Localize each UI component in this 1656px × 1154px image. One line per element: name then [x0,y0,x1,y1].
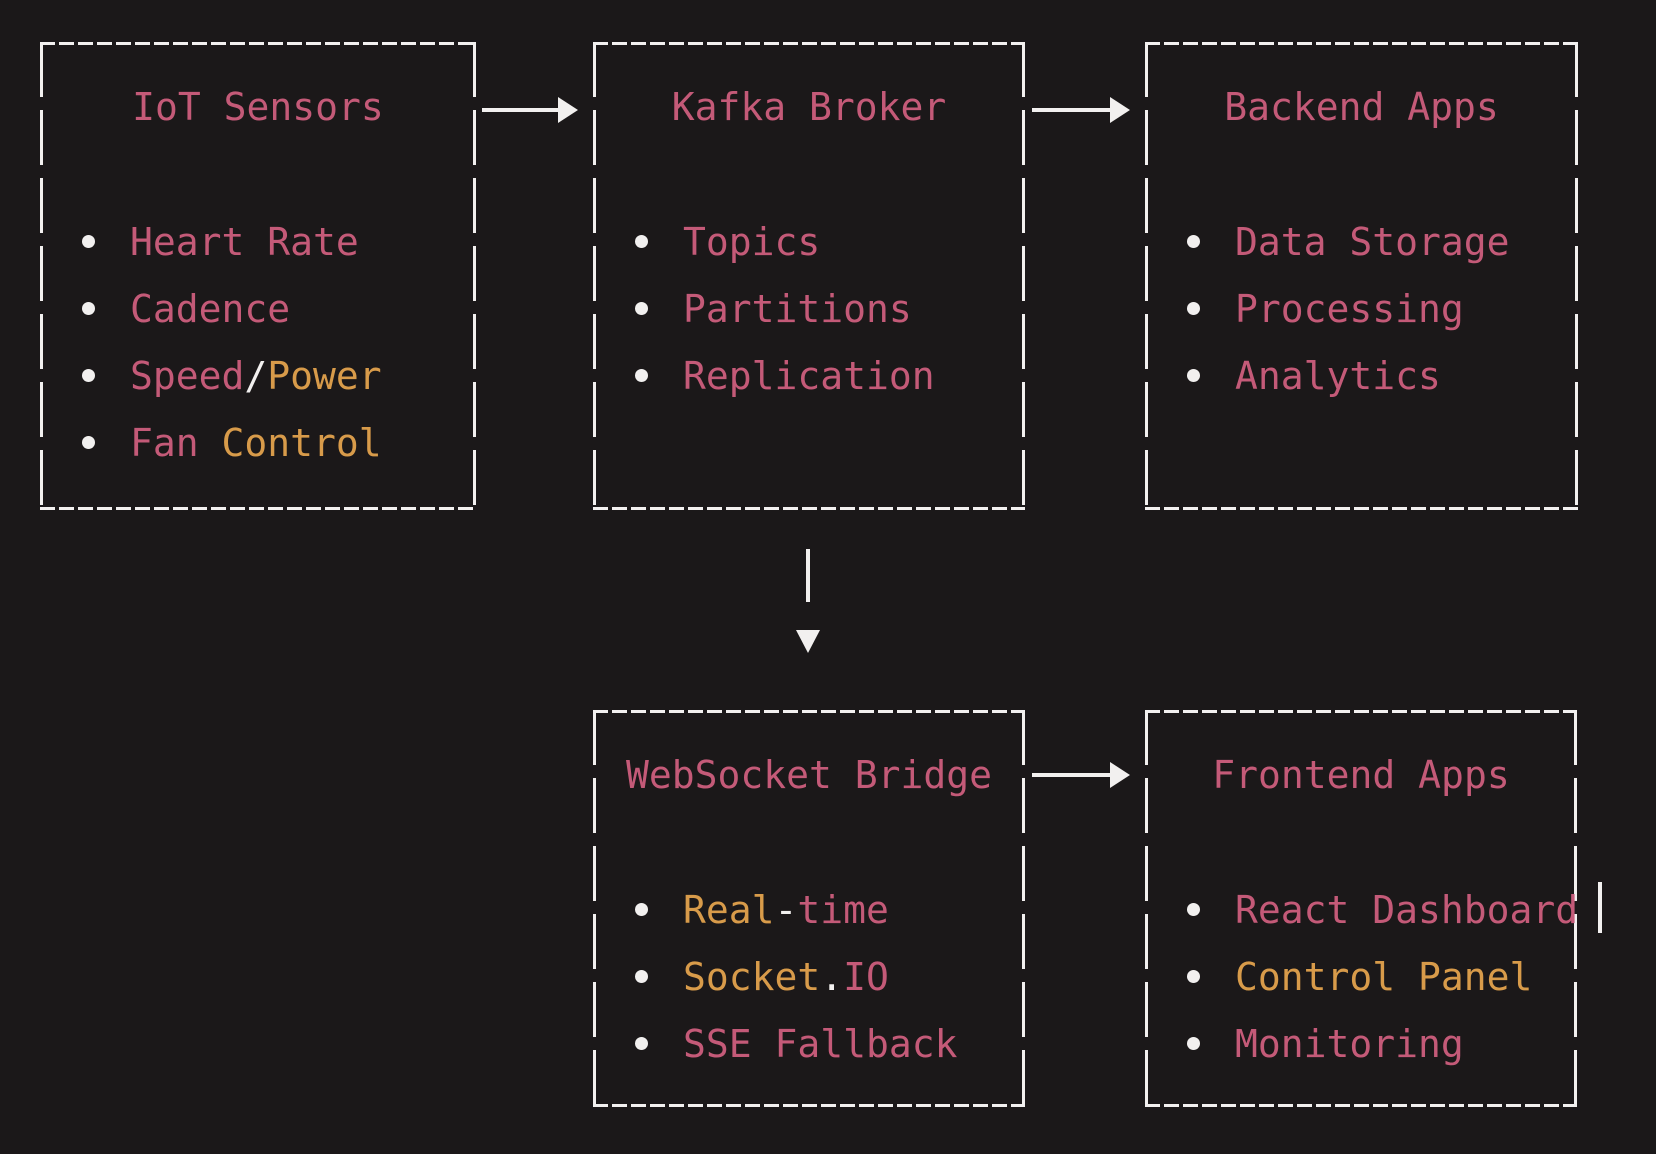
arrow-head [1110,97,1130,123]
bullet-icon [82,369,95,382]
text-segment: Monitoring [1235,1021,1464,1066]
bullet-icon [635,235,648,248]
text-segment: Cadence [130,286,291,331]
bullet-icon [1187,970,1200,983]
bullet-icon [635,903,648,916]
text-segment: Control [221,420,382,465]
text-segment: Data Storage [1235,219,1510,264]
text-segment: time [797,887,889,932]
list-item: Socket.IO [593,943,1025,1010]
bullet-list: Topics Partitions Replication [593,208,1025,409]
list-item: Monitoring [1145,1010,1577,1077]
displaced-border-dash [1598,882,1602,933]
text-segment: . [820,954,844,999]
bullet-icon [82,235,95,248]
bullet-icon [82,436,95,449]
arrow-head [558,97,578,123]
list-item: Analytics [1145,342,1578,409]
list-item: Replication [593,342,1025,409]
list-item: SSE Fallback [593,1010,1025,1077]
box-backend-apps: Backend Apps Data Storage Processing Ana… [1145,42,1578,510]
box-kafka-broker: Kafka Broker Topics Partitions Replicati… [593,42,1025,510]
bullet-list: Real-time Socket.IO SSE Fallback [593,876,1025,1077]
box-title: Backend Apps [1224,85,1499,129]
text-segment: Heart Rate [130,219,359,264]
arrow-right-icon [1032,97,1130,123]
arrow-head [796,630,820,653]
bullet-list: Data Storage Processing Analytics [1145,208,1578,409]
list-item: Data Storage [1145,208,1578,275]
text-segment: / [244,353,268,398]
text-segment: Speed [130,353,245,398]
list-item: Topics [593,208,1025,275]
list-item: Heart Rate [40,208,476,275]
list-item: Cadence [40,275,476,342]
bullet-icon [1187,1037,1200,1050]
box-frontend-apps: Frontend Apps React Dashboard Control Pa… [1145,710,1579,1107]
bullet-icon [82,302,95,315]
text-segment: Real [683,887,775,932]
bullet-icon [635,970,648,983]
bullet-icon [1187,369,1200,382]
text-segment: Socket [683,954,821,999]
text-segment: Processing [1235,286,1464,331]
text-segment: Replication [683,353,935,398]
box-title: Kafka Broker [671,85,947,129]
text-segment: Fan [130,420,222,465]
box-websocket-bridge: WebSocket Bridge Real-time Socket.IO SSE… [593,710,1025,1107]
text-segment: Power [267,353,382,398]
bullet-icon [635,302,648,315]
text-segment: Control Panel [1235,954,1533,999]
arrow-shaft [1032,108,1110,112]
bullet-list: Heart Rate Cadence Speed/Power Fan Contr… [40,208,476,476]
bullet-icon [635,1037,648,1050]
arrow-right-icon [482,97,578,123]
box-title: IoT Sensors [132,85,384,129]
arrow-shaft [482,108,558,112]
arrow-shaft [1032,773,1110,777]
arrow-head [1110,762,1130,788]
bullet-icon [635,369,648,382]
bullet-icon [1187,235,1200,248]
box-iot-sensors: IoT Sensors Heart Rate Cadence Speed/Pow… [40,42,476,510]
list-item: Processing [1145,275,1578,342]
text-segment: Topics [683,219,821,264]
bullet-icon [1187,903,1200,916]
arrow-down-icon [806,549,810,602]
arrow-right-icon [1032,762,1130,788]
list-item: Real-time [593,876,1025,943]
list-item: Fan Control [40,409,476,476]
text-segment: Partitions [683,286,912,331]
text-segment: Analytics [1235,353,1441,398]
list-item: React Dashboard [1145,876,1579,943]
bullet-icon [1187,302,1200,315]
box-title: Frontend Apps [1212,753,1510,797]
box-title: WebSocket Bridge [625,753,993,797]
text-segment: - [774,887,798,932]
list-item: Control Panel [1145,943,1577,1010]
text-segment: React Dashboard [1235,887,1579,932]
text-segment: IO [843,954,889,999]
text-segment: SSE Fallback [683,1021,958,1066]
list-item: Partitions [593,275,1025,342]
bullet-list: React Dashboard Control Panel Monitoring [1145,876,1579,1077]
list-item: Speed/Power [40,342,476,409]
